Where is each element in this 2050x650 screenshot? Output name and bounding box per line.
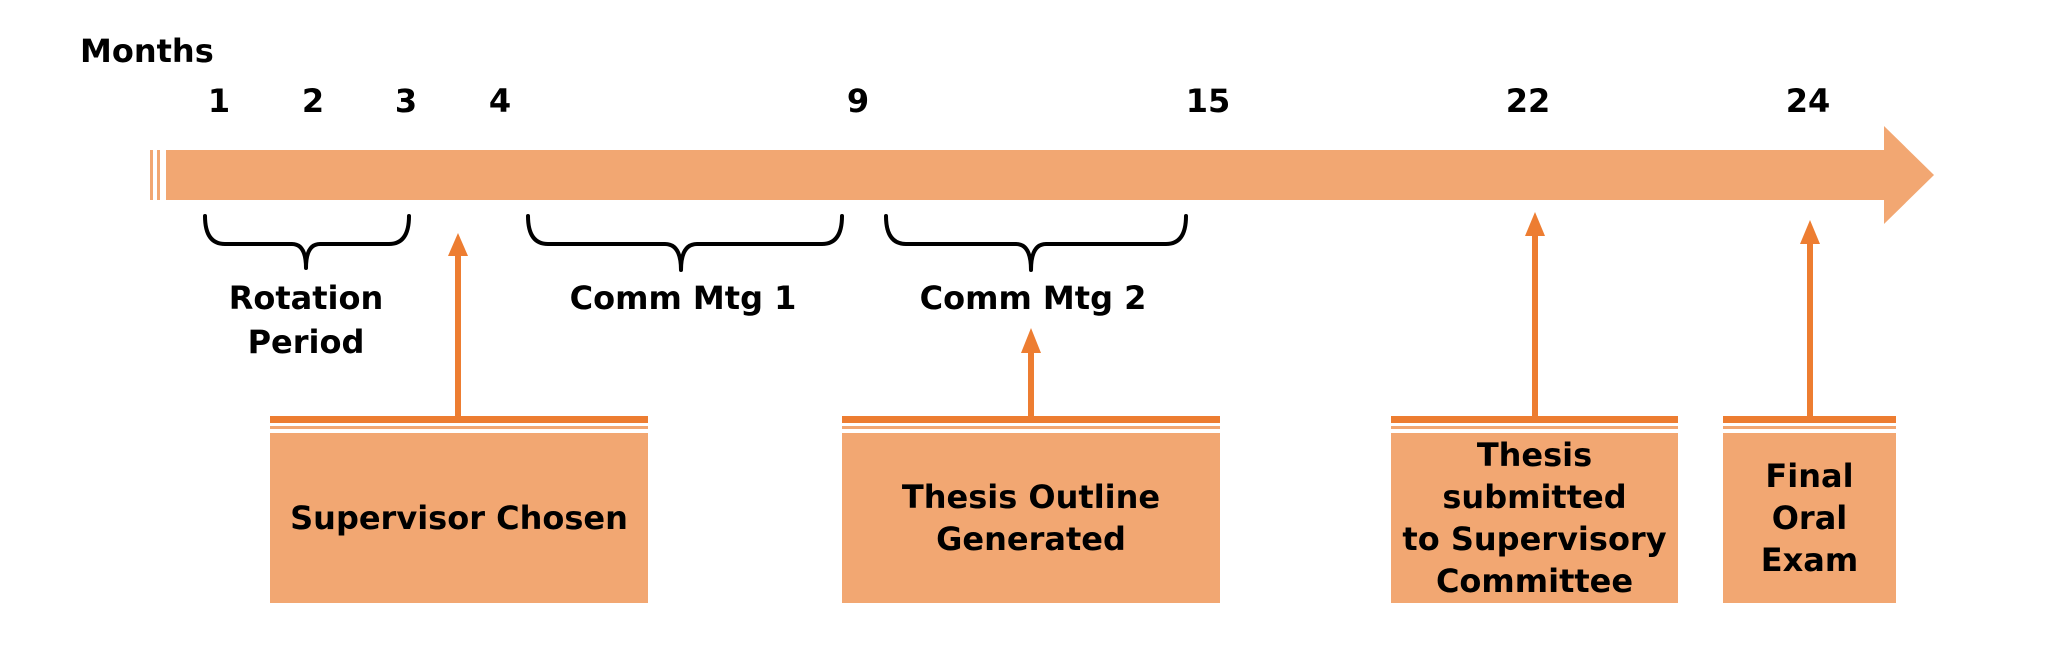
timeline-tail-stripe bbox=[150, 150, 153, 200]
supervisor-chosen-label-line: Supervisor Chosen bbox=[290, 499, 628, 537]
final-oral-exam-box: Final Oral Exam bbox=[1723, 433, 1896, 603]
month-tick: 9 bbox=[846, 82, 870, 120]
thesis-submitted-label-line: Thesis submitted bbox=[1442, 436, 1627, 516]
final-oral-exam-label-line: Final Oral bbox=[1765, 457, 1854, 537]
thesis-outline-label-line: Generated bbox=[936, 520, 1126, 558]
month-tick: 24 bbox=[1785, 82, 1831, 120]
comm-mtg-1-label: Comm Mtg 1 bbox=[570, 276, 797, 320]
rotation-period-label: Rotation Period bbox=[229, 276, 384, 364]
thesis-submitted-header-bar-thin bbox=[1391, 426, 1678, 429]
timeline-arrowhead bbox=[1884, 126, 1934, 224]
thesis-outline-arrow bbox=[1021, 328, 1041, 418]
comm-mtg-1-label-line: Comm Mtg 1 bbox=[569, 279, 797, 317]
final-oral-exam-header-bar bbox=[1723, 416, 1896, 423]
thesis-outline-box: Thesis Outline Generated bbox=[842, 433, 1220, 603]
comm-mtg-2-label-line: Comm Mtg 2 bbox=[919, 279, 1147, 317]
thesis-submitted-header-bar bbox=[1391, 416, 1678, 423]
month-tick: 4 bbox=[488, 82, 512, 120]
month-tick: 22 bbox=[1505, 82, 1551, 120]
month-tick: 1 bbox=[207, 82, 231, 120]
rotation-period-label-line: Period bbox=[247, 323, 365, 361]
rotation-period-label-line: Rotation bbox=[228, 279, 384, 317]
supervisor-chosen-arrow bbox=[448, 233, 468, 418]
thesis-submitted-label-line: to Supervisory bbox=[1402, 520, 1667, 558]
thesis-outline-label-line: Thesis Outline bbox=[901, 478, 1161, 516]
final-oral-exam-label-line: Exam bbox=[1760, 541, 1859, 579]
supervisor-chosen-box: Supervisor Chosen bbox=[270, 433, 648, 603]
comm-mtg-2-label: Comm Mtg 2 bbox=[920, 276, 1147, 320]
thesis-outline-header-bar-thin bbox=[842, 426, 1220, 429]
thesis-outline-header-bar bbox=[842, 416, 1220, 423]
timeline-bar bbox=[166, 150, 1886, 200]
timeline-arrow bbox=[150, 126, 1934, 224]
month-tick: 15 bbox=[1185, 82, 1231, 120]
thesis-submitted-label-line: Committee bbox=[1435, 562, 1634, 600]
supervisor-chosen-header-bar bbox=[270, 416, 648, 423]
axis-title: Months bbox=[80, 32, 214, 70]
month-tick: 3 bbox=[394, 82, 418, 120]
month-tick: 2 bbox=[301, 82, 325, 120]
rotation-period-brace bbox=[203, 214, 411, 270]
supervisor-chosen-header-bar-thin bbox=[270, 426, 648, 429]
thesis-submitted-box: Thesis submitted to Supervisory Committe… bbox=[1391, 433, 1678, 603]
comm-mtg-1-brace bbox=[526, 214, 844, 272]
comm-mtg-2-brace bbox=[884, 214, 1188, 272]
timeline-tail-stripe bbox=[157, 150, 160, 200]
thesis-submitted-arrow bbox=[1525, 212, 1545, 418]
final-oral-exam-header-bar-thin bbox=[1723, 426, 1896, 429]
final-oral-exam-arrow bbox=[1800, 220, 1820, 418]
